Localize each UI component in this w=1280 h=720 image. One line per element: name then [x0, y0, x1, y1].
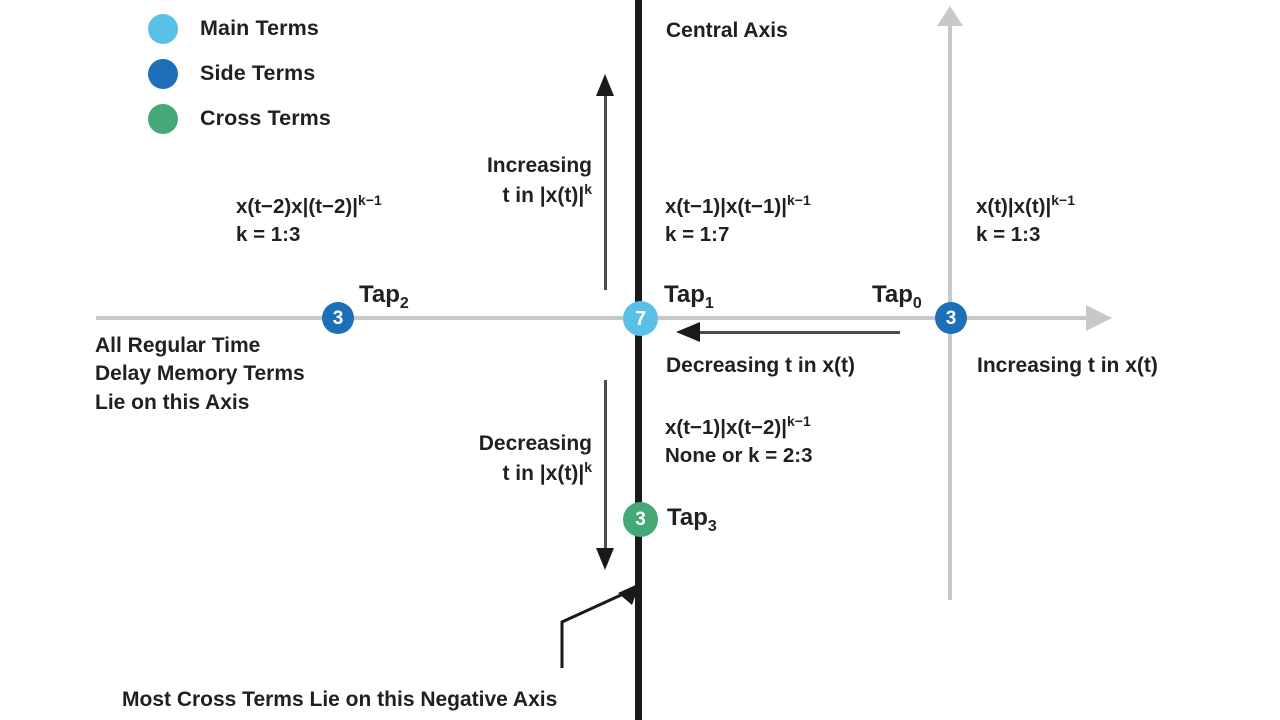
tap-label-1: Tap1	[664, 281, 714, 313]
decreasing-k-line2: t in |x(t)|k	[410, 458, 592, 488]
formula-base: x(t−1)|x(t−2)|	[665, 415, 787, 439]
formula-expression: x(t)|x(t)|k−1	[976, 191, 1075, 221]
formula-k-range: None or k = 2:3	[665, 444, 813, 468]
formula-expression: x(t−2)x|(t−2)|k−1	[236, 191, 382, 221]
decreasing-k-arrow-shaft	[604, 380, 607, 552]
formula-base: x(t−1)|x(t−1)|	[665, 194, 787, 218]
increasing-k-line1: Increasing	[486, 154, 592, 177]
tap-label-subscript: 0	[912, 294, 922, 312]
increasing-k-line2-text: t in |x(t)|	[502, 183, 585, 207]
tap-node-0[interactable]: 3	[935, 302, 967, 334]
formula-tap0: x(t)|x(t)|k−1 k = 1:3	[976, 191, 1075, 249]
tap-label-2: Tap2	[359, 281, 409, 313]
central-axis-label: Central Axis	[666, 19, 788, 42]
formula-expression: x(t−1)|x(t−2)|k−1	[665, 412, 813, 442]
tap-node-count: 7	[634, 307, 647, 330]
regular-terms-line1: All Regular Time	[95, 334, 261, 357]
legend: Main Terms Side Terms Cross Terms	[148, 6, 448, 141]
legend-dot-icon	[148, 103, 178, 134]
tap-label-text: Tap	[667, 504, 708, 531]
formula-tap3: x(t−1)|x(t−2)|k−1 None or k = 2:3	[665, 412, 813, 470]
formula-base: x(t)|x(t)|	[976, 194, 1052, 218]
legend-item-side-terms: Side Terms	[148, 51, 448, 96]
formula-exponent: k−1	[1051, 192, 1075, 208]
tap-node-count: 3	[635, 509, 646, 530]
tap-node-count: 3	[945, 307, 957, 329]
negative-axis-pointer-arrow-icon	[560, 583, 640, 668]
legend-item-label: Side Terms	[200, 61, 316, 85]
tap-label-subscript: 2	[399, 294, 409, 312]
tap-label-text: Tap	[872, 281, 913, 308]
formula-exponent: k−1	[786, 192, 811, 208]
decreasing-k-exponent: k	[584, 458, 592, 475]
legend-dot-icon	[148, 13, 178, 44]
formula-exponent: k−1	[357, 192, 382, 208]
regular-terms-line3: Lie on this Axis	[95, 390, 250, 414]
increasing-k-line2: t in |x(t)|k	[410, 180, 592, 210]
regular-terms-annotation: All Regular Time Delay Memory Terms Lie …	[95, 332, 305, 417]
formula-expression: x(t−1)|x(t−1)|k−1	[665, 191, 811, 221]
increasing-k-arrowhead-icon	[596, 74, 614, 96]
tap-label-subscript: 3	[707, 517, 717, 535]
decreasing-k-line2-text: t in |x(t)|	[502, 461, 585, 485]
regular-terms-line2: Delay Memory Terms	[95, 362, 305, 386]
decreasing-k-line1: Decreasing	[478, 432, 592, 455]
legend-item-main-terms: Main Terms	[148, 6, 448, 51]
tap-label-text: Tap	[359, 281, 400, 308]
decreasing-t-annotation: Decreasing t in x(t)	[666, 354, 856, 377]
formula-k-range: k = 1:3	[976, 223, 1041, 247]
legend-dot-icon	[148, 58, 178, 89]
tap-node-2[interactable]: 3	[322, 302, 354, 334]
increasing-k-annotation: Increasing t in |x(t)|k	[410, 152, 592, 210]
increasing-k-arrow-shaft	[604, 92, 607, 290]
formula-k-range: k = 1:7	[665, 223, 730, 247]
horizontal-axis-arrowhead-icon	[1086, 305, 1112, 331]
right-vertical-axis-arrowhead-icon	[937, 6, 963, 26]
increasing-t-annotation: Increasing t in x(t)	[977, 354, 1158, 377]
formula-base: x(t−2)x|(t−2)|	[236, 194, 358, 218]
central-axis-line	[635, 0, 642, 720]
tap-label-subscript: 1	[704, 294, 714, 312]
increasing-k-exponent: k	[584, 180, 592, 197]
formula-k-range: k = 1:3	[236, 223, 301, 247]
decreasing-t-arrowhead-icon	[676, 322, 700, 342]
tap-node-3[interactable]: 3	[623, 502, 658, 537]
tap-label-0: Tap0	[872, 281, 922, 313]
tap-node-count: 3	[332, 307, 344, 329]
tap-label-3: Tap3	[667, 504, 717, 536]
legend-item-label: Cross Terms	[200, 106, 331, 130]
formula-tap2: x(t−2)x|(t−2)|k−1 k = 1:3	[236, 191, 382, 249]
tap-node-1[interactable]: 7	[623, 301, 658, 336]
decreasing-k-arrowhead-icon	[596, 548, 614, 570]
legend-item-label: Main Terms	[200, 16, 319, 40]
horizontal-axis-line	[96, 316, 1092, 320]
formula-tap1: x(t−1)|x(t−1)|k−1 k = 1:7	[665, 191, 811, 249]
formula-exponent: k−1	[786, 413, 811, 429]
negative-axis-caption: Most Cross Terms Lie on this Negative Ax…	[122, 688, 558, 711]
tap-label-text: Tap	[664, 281, 705, 308]
decreasing-t-arrow-shaft	[700, 331, 900, 334]
decreasing-k-annotation: Decreasing t in |x(t)|k	[410, 430, 592, 488]
legend-item-cross-terms: Cross Terms	[148, 96, 448, 141]
